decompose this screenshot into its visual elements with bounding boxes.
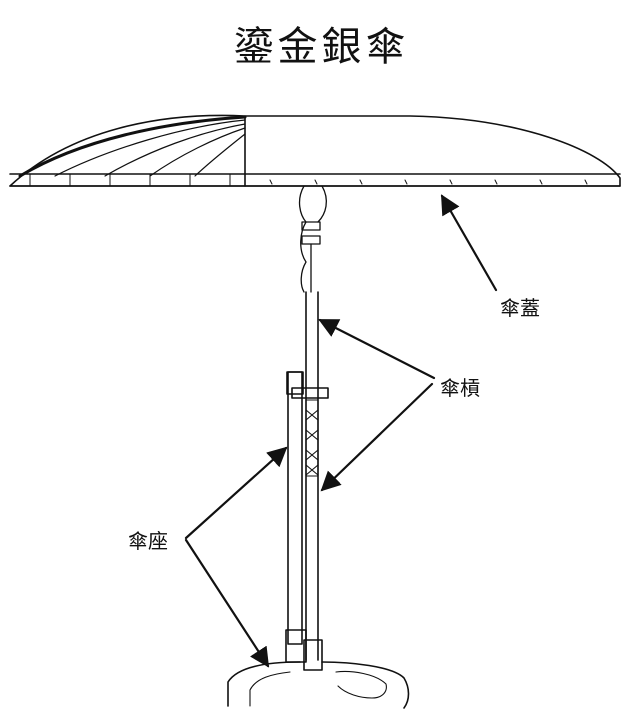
tassel	[298, 185, 328, 293]
canopy-outline	[9, 114, 621, 187]
base-foot-right	[321, 661, 410, 709]
label-shaft: 傘槓	[440, 376, 480, 400]
arrow-shaft-upper	[318, 318, 436, 380]
base-shaft-socket	[303, 639, 323, 671]
shaft-collar	[291, 387, 329, 399]
label-canopy: 傘蓋	[500, 296, 540, 320]
canopy-rim-ticks	[29, 173, 588, 187]
label-base: 傘座	[128, 529, 168, 553]
arrow-base-lower	[184, 538, 270, 668]
canopy-ribs	[18, 115, 247, 178]
diagram-title: 鎏金銀傘	[233, 24, 410, 70]
arrow-canopy	[440, 194, 498, 292]
base-upright-cap	[286, 371, 304, 395]
base-foot-inner	[335, 670, 387, 699]
canopy	[9, 114, 621, 187]
base-upright	[287, 371, 303, 645]
arrow-base-upper	[184, 446, 288, 540]
callout-arrows	[184, 194, 498, 668]
base-socket	[285, 629, 307, 663]
shaft	[291, 291, 329, 661]
base	[227, 371, 410, 709]
base-foot-left	[227, 661, 301, 707]
base-foot-inner-left	[249, 671, 291, 707]
arrow-shaft-lower	[320, 382, 434, 492]
shaft-ornament	[305, 399, 319, 477]
